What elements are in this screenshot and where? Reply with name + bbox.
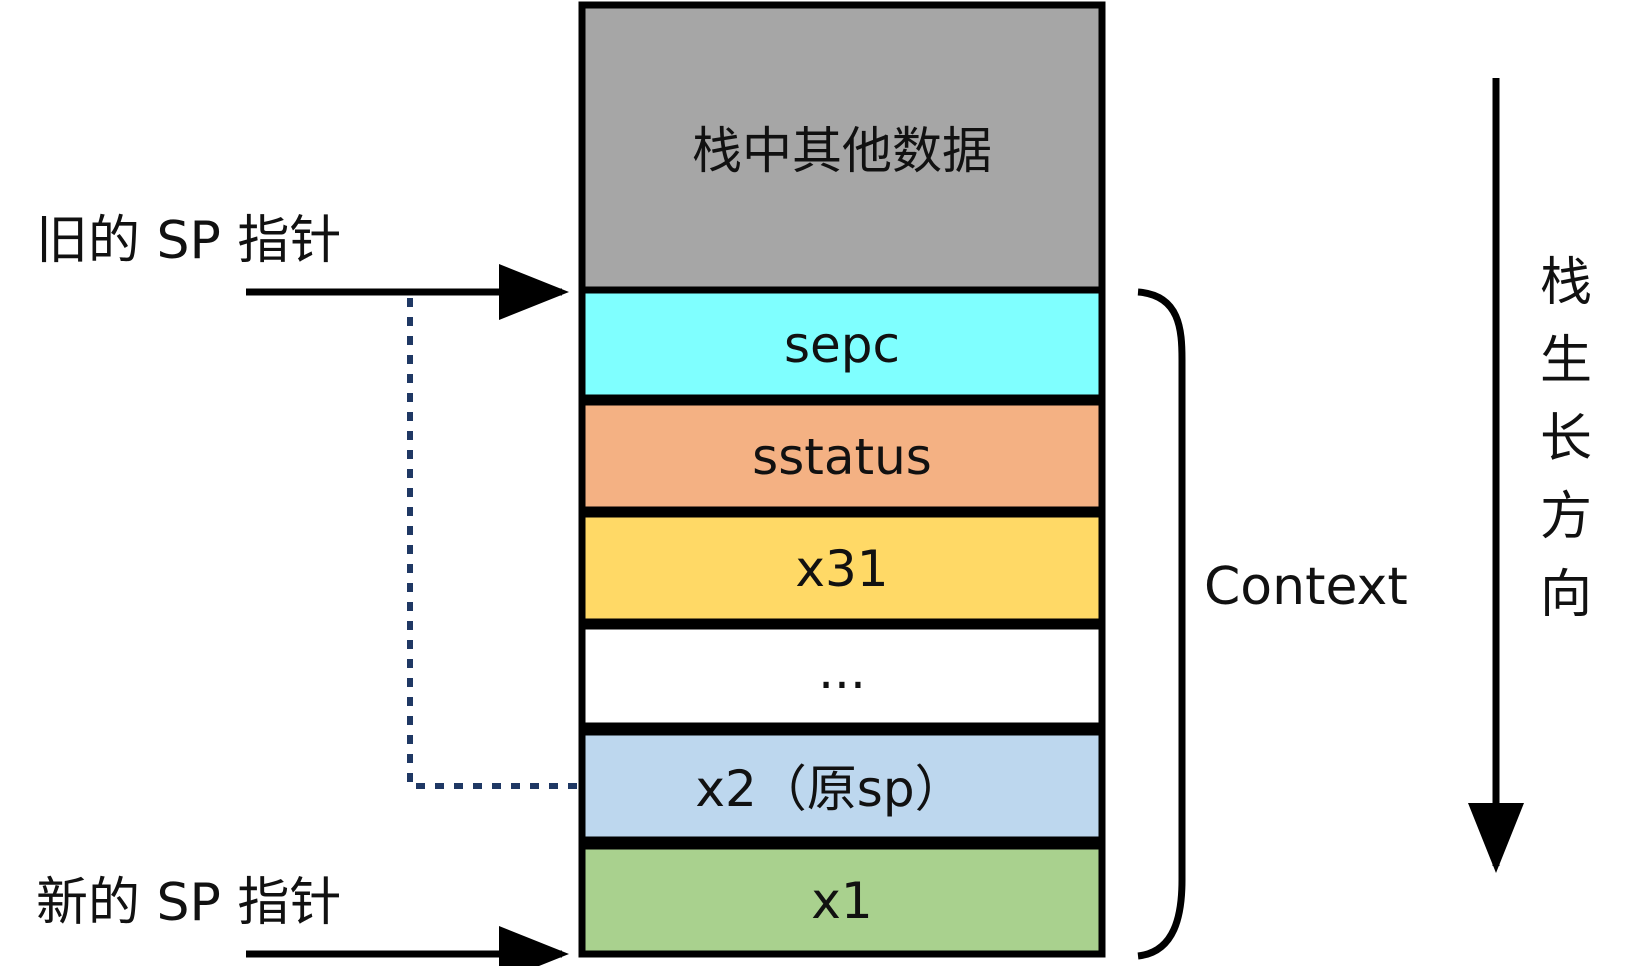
stack-cell-sstatus: sstatus — [578, 398, 1106, 514]
stack-cell-x1: x1 — [578, 842, 1106, 958]
new-sp-pointer: 新的 SP 指针 — [36, 873, 569, 966]
growth-label: 栈生长方向 — [1540, 253, 1592, 625]
stack-cell-ellipsis-box — [578, 622, 1106, 730]
context-brace-curve — [1137, 288, 1186, 960]
old-sp-to-x2-dotted-link — [407, 298, 582, 789]
stack-column: 栈中其他数据 sepc sstatus x31 ... x2（原sp） x1 — [578, 1, 1106, 958]
stack-cell-sepc: sepc — [578, 286, 1106, 402]
stack-cell-other-label: 栈中其他数据 — [692, 122, 992, 180]
context-brace: Context — [1137, 288, 1408, 960]
stack-cell-x31-label: x31 — [795, 540, 888, 598]
stack-cell-sepc-box — [578, 286, 1106, 402]
stack-cell-x1-label: x1 — [811, 872, 872, 930]
stack-cell-sepc-label: sepc — [784, 316, 900, 374]
context-label: Context — [1204, 557, 1408, 617]
stack-cell-other: 栈中其他数据 — [578, 1, 1106, 294]
stack-cell-ellipsis-label: ... — [818, 642, 866, 700]
stack-cell-ellipsis: ... — [578, 622, 1106, 730]
stack-cell-x2: x2（原sp） — [578, 728, 1106, 844]
stack-cell-x2-label: x2（原sp） — [695, 760, 964, 818]
stack-growth-direction: 栈生长方向 — [1468, 78, 1592, 873]
new-sp-label: 新的 SP 指针 — [36, 873, 341, 933]
stack-cell-sstatus-box — [578, 398, 1106, 514]
stack-cell-sstatus-label: sstatus — [752, 428, 932, 486]
old-sp-pointer: 旧的 SP 指针 — [36, 211, 569, 320]
stack-cell-other-box — [578, 1, 1106, 294]
stack-cell-x1-box — [578, 842, 1106, 958]
stack-cell-x31-box — [578, 510, 1106, 626]
stack-cell-x31: x31 — [578, 510, 1106, 626]
old-sp-label: 旧的 SP 指针 — [36, 211, 341, 271]
stack-cell-x2-box — [578, 728, 1106, 844]
